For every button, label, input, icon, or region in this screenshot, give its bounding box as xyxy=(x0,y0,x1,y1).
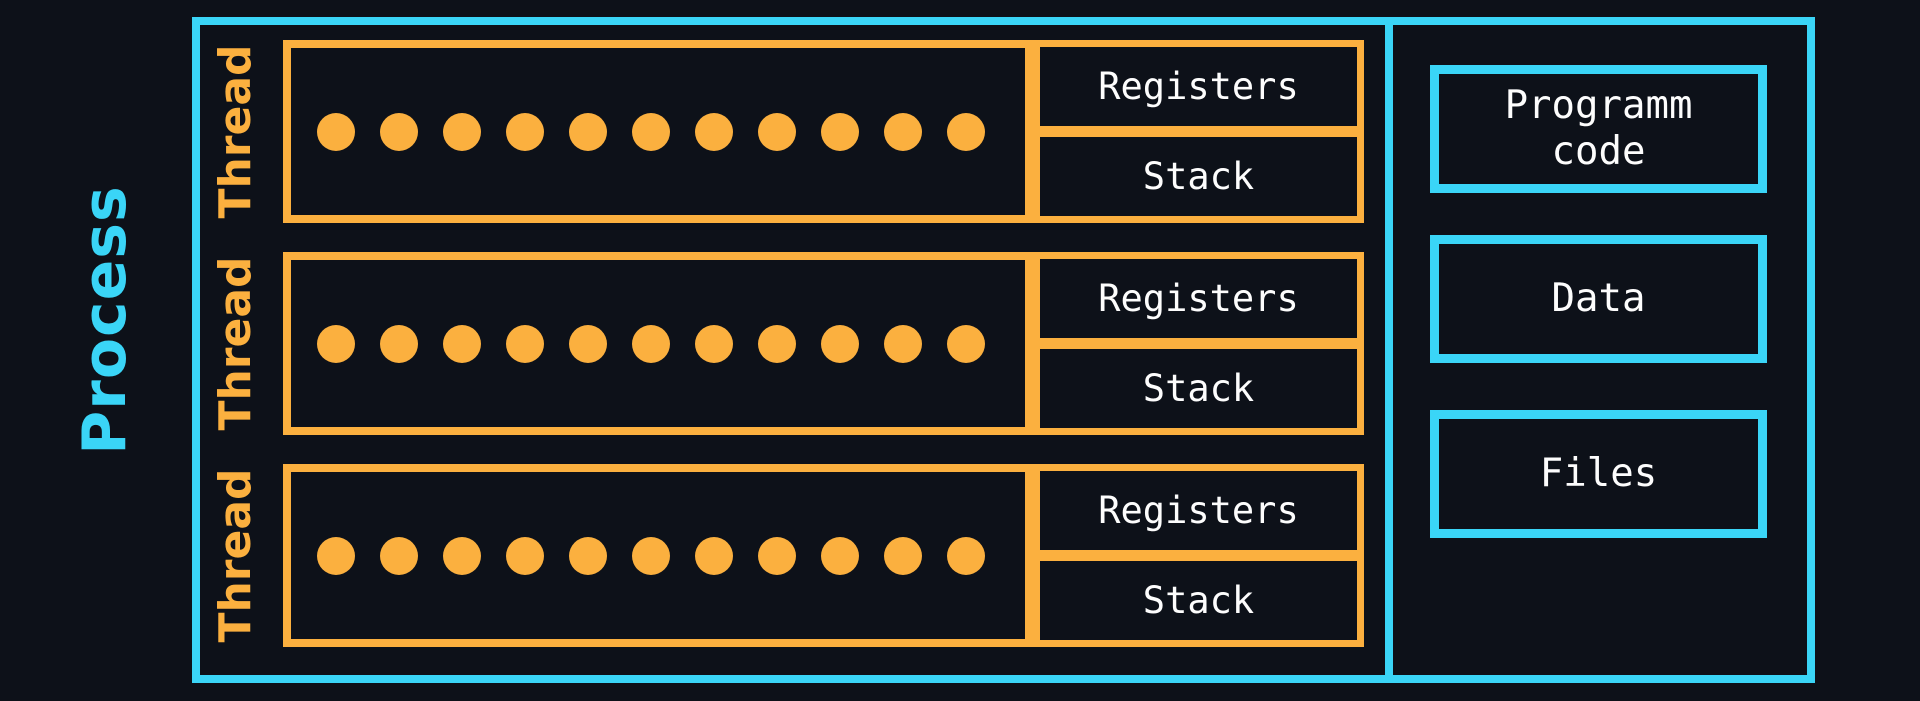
resource-box-program-code: Programm code xyxy=(1430,65,1767,193)
thread-instruction-stream xyxy=(283,464,1033,647)
instruction-dot xyxy=(821,324,859,363)
thread-label: Thread xyxy=(210,468,261,643)
thread-context: Registers Stack xyxy=(1033,40,1364,223)
registers-box: Registers xyxy=(1033,40,1364,133)
thread-row: Thread Registers Stack xyxy=(210,252,1364,435)
resource-box-files: Files xyxy=(1430,410,1767,538)
thread-context: Registers Stack xyxy=(1033,252,1364,435)
instruction-dot xyxy=(947,536,985,575)
instruction-dot xyxy=(695,112,733,151)
resource-box-data: Data xyxy=(1430,235,1767,363)
thread-instruction-stream xyxy=(283,40,1033,223)
registers-box: Registers xyxy=(1033,464,1364,557)
instruction-dot xyxy=(380,324,418,363)
thread-label: Thread xyxy=(210,256,261,431)
instruction-dot xyxy=(317,112,355,151)
instruction-dot xyxy=(569,112,607,151)
instruction-dot xyxy=(947,112,985,151)
instruction-dot xyxy=(884,324,922,363)
thread-context: Registers Stack xyxy=(1033,464,1364,647)
stack-box: Stack xyxy=(1033,130,1364,223)
stack-box: Stack xyxy=(1033,554,1364,647)
registers-box: Registers xyxy=(1033,252,1364,345)
instruction-dot xyxy=(506,536,544,575)
instruction-dot xyxy=(758,112,796,151)
instruction-dot xyxy=(569,536,607,575)
process-column-divider xyxy=(1385,17,1393,683)
instruction-dot xyxy=(632,536,670,575)
instruction-dot xyxy=(506,112,544,151)
instruction-dot xyxy=(821,536,859,575)
process-label: Process xyxy=(70,185,140,455)
instruction-dot xyxy=(884,536,922,575)
instruction-dot xyxy=(695,324,733,363)
thread-label: Thread xyxy=(210,44,261,219)
instruction-dot xyxy=(632,112,670,151)
instruction-dot xyxy=(380,536,418,575)
instruction-dot xyxy=(758,324,796,363)
instruction-dot xyxy=(947,324,985,363)
stack-box: Stack xyxy=(1033,342,1364,435)
instruction-dot xyxy=(380,112,418,151)
process-frame xyxy=(192,17,1815,683)
instruction-dot xyxy=(695,536,733,575)
instruction-dot xyxy=(821,112,859,151)
instruction-dot xyxy=(884,112,922,151)
instruction-dot xyxy=(443,112,481,151)
instruction-dot xyxy=(632,324,670,363)
instruction-dot xyxy=(317,324,355,363)
instruction-dot xyxy=(569,324,607,363)
instruction-dot xyxy=(506,324,544,363)
instruction-dot xyxy=(317,536,355,575)
thread-instruction-stream xyxy=(283,252,1033,435)
instruction-dot xyxy=(758,536,796,575)
instruction-dot xyxy=(443,324,481,363)
instruction-dot xyxy=(443,536,481,575)
thread-row: Thread Registers Stack xyxy=(210,464,1364,647)
thread-row: Thread Registers Stack xyxy=(210,40,1364,223)
